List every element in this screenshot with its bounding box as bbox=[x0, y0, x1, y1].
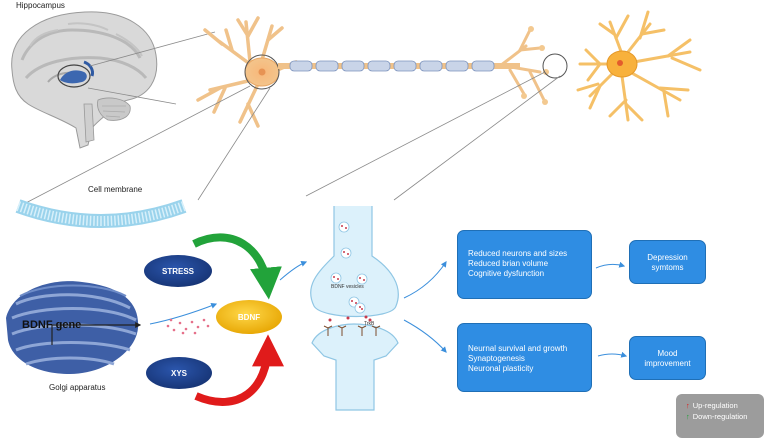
legend-down-label: Down-regulation bbox=[692, 412, 748, 421]
legend: ↑Up-regulation ↑Down-regulation bbox=[676, 394, 764, 438]
stress-node-label: STRESS bbox=[161, 266, 194, 276]
up-arrow-icon: ↑ bbox=[686, 401, 690, 410]
bdnf-gene-label: BDNF gene bbox=[22, 319, 82, 331]
positive-effect-1: Neurnal survival and growth bbox=[468, 344, 568, 353]
down-arrow-icon: ↑ bbox=[686, 412, 690, 421]
golgi-apparatus-label: Golgi apparatus bbox=[49, 383, 106, 392]
xys-node-label: XYS bbox=[170, 368, 187, 378]
depression-result-line-2: symtoms bbox=[651, 263, 684, 272]
cell-membrane-label: Cell membrane bbox=[88, 185, 143, 194]
mood-result-box: Mood improvement bbox=[629, 336, 706, 380]
bdnf-vesicles-label: BDNF vesicles bbox=[331, 284, 364, 290]
depression-result-box: Depression symtoms bbox=[629, 240, 706, 284]
golgi-apparatus-illustration bbox=[6, 281, 142, 374]
xys-node: XYS bbox=[146, 357, 212, 389]
negative-effect-2: Reduced brian volume bbox=[468, 259, 549, 268]
negative-effect-3: Cognitive dysfunction bbox=[468, 269, 545, 278]
synapse-illustration bbox=[310, 206, 399, 411]
mood-result-line-2: improvement bbox=[644, 359, 691, 368]
bdnf-node-shape bbox=[216, 300, 282, 334]
legend-up-label: Up-regulation bbox=[692, 401, 738, 410]
positive-effect-2: Synaptogenesis bbox=[468, 354, 525, 363]
trkb-label: TrkB bbox=[364, 321, 375, 327]
bdnf-particles bbox=[166, 318, 210, 335]
stress-node: STRESS bbox=[144, 255, 212, 287]
negative-effect-1: Reduced neurons and sizes bbox=[468, 249, 568, 258]
stress-node-shape bbox=[144, 255, 212, 287]
bdnf-node-label: BDNF bbox=[237, 312, 261, 322]
legend-up-row: ↑Up-regulation bbox=[686, 400, 764, 411]
hippocampus-label: Hippocampus bbox=[16, 1, 65, 10]
negative-effects-box: Reduced neurons and sizes Reduced brian … bbox=[457, 230, 592, 299]
positive-effect-3: Neuronal plasticity bbox=[468, 364, 534, 373]
xys-node-shape bbox=[146, 357, 212, 389]
neuron-right bbox=[576, 10, 702, 122]
positive-effects-box: Neurnal survival and growth Synaptogenes… bbox=[457, 323, 592, 392]
brain-illustration bbox=[11, 11, 158, 149]
bdnf-node: BDNF bbox=[216, 300, 282, 334]
mood-result-line-1: Mood bbox=[657, 349, 678, 358]
neuron-left bbox=[196, 16, 568, 128]
depression-result-line-1: Depression bbox=[647, 253, 688, 262]
legend-down-row: ↑Down-regulation bbox=[686, 411, 764, 422]
cell-membrane-illustration bbox=[15, 199, 187, 228]
